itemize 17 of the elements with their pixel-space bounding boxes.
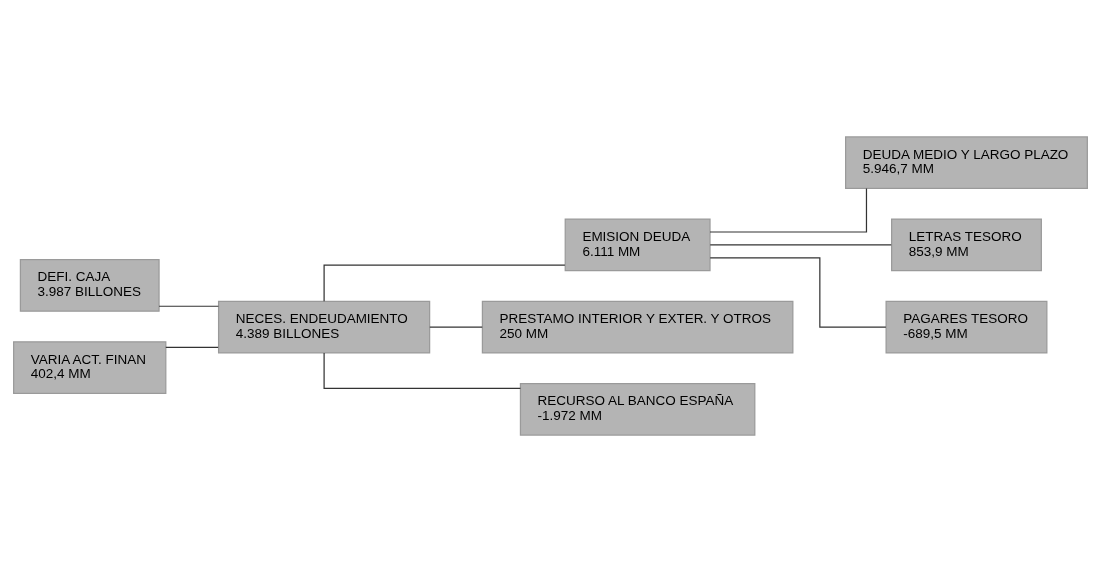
connector — [158, 305, 220, 307]
connector — [709, 256, 887, 328]
connector — [429, 326, 483, 328]
connector — [165, 346, 219, 348]
connector — [709, 187, 868, 233]
connector — [709, 243, 892, 245]
node-box: PRESTAMO INTERIOR Y EXTER. Y OTROS 250 MM — [481, 300, 794, 353]
node-box: DEUDA MEDIO Y LARGO PLAZO 5.946,7 MM — [845, 135, 1088, 189]
connector — [323, 264, 566, 302]
node-box: RECURSO AL BANCO ESPAÑA -1.972 MM — [519, 382, 756, 436]
node-box: PAGARES TESORO -689,5 MM — [885, 300, 1048, 353]
node-box: VARIA ACT. FINAN 402,4 MM — [13, 340, 167, 394]
node-box: LETRAS TESORO 853,9 MM — [891, 218, 1042, 271]
node-box: DEFI. CAJA 3.987 BILLONES — [19, 258, 160, 312]
node-box: EMISION DEUDA 6.111 MM — [564, 218, 711, 271]
node-box: NECES. ENDEUDAMIENTO 4.389 BILLONES — [217, 300, 431, 353]
connector — [323, 352, 522, 389]
